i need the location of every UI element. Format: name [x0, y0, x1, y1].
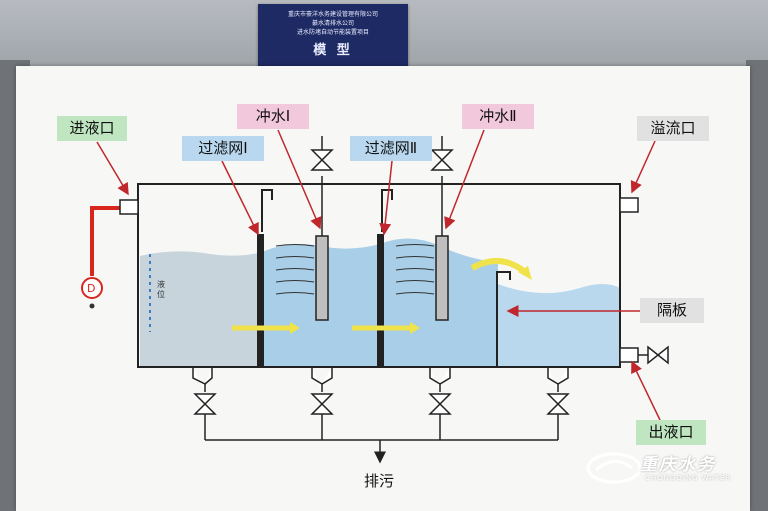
level-label: 液位	[157, 280, 165, 299]
baffle-plate	[496, 271, 511, 366]
plaque-title: 模 型	[313, 43, 353, 58]
screen-hook-1	[261, 189, 273, 232]
logo-icon	[586, 452, 642, 484]
filter-1-label: 过滤网Ⅰ	[182, 136, 264, 161]
flush-bar-1	[315, 235, 329, 321]
drain-manifold	[204, 414, 559, 464]
drain-label: 排污	[364, 472, 395, 490]
spray-jets	[275, 244, 435, 295]
flush-valve-2-icon	[430, 149, 454, 171]
logo-chinese: 重庆水务	[640, 455, 716, 475]
flow-arrows	[232, 258, 532, 334]
filter-screen-1	[257, 234, 264, 366]
plaque-line-3: 进水防堵自动节能装置项目	[296, 29, 369, 36]
right-frame	[746, 60, 768, 511]
inlet-pipe	[81, 199, 139, 309]
screen-hook-2	[381, 189, 393, 232]
filter-2-label: 过滤网Ⅱ	[350, 136, 432, 161]
flush-bar-2	[435, 235, 449, 321]
outlet-valve-icon	[619, 345, 669, 365]
outlet-label: 出液口	[636, 420, 706, 445]
flush-2-label: 冲水Ⅱ	[462, 104, 534, 129]
title-plaque: 重庆市豪洋水务建设管理有限公司 綦水清排水公司 进水防堵自动节能装置项目 模 型	[258, 4, 408, 68]
flush-1-label: 冲水Ⅰ	[237, 104, 309, 129]
pump-label: D	[87, 282, 96, 295]
plaque-line-2: 綦水清排水公司	[311, 20, 354, 27]
flush-valve-1-icon	[310, 149, 334, 171]
baffle-label: 隔板	[640, 298, 704, 323]
filter-screen-2	[377, 234, 384, 366]
logo-english: CHONGQING WATER	[645, 474, 732, 482]
plaque-line-1: 重庆市豪洋水务建设管理有限公司	[287, 11, 378, 18]
tank-outline	[137, 183, 621, 368]
label-pointers	[96, 129, 661, 421]
overflow-port	[619, 197, 639, 213]
inlet-label: 进液口	[57, 116, 127, 141]
overflow-label: 溢流口	[637, 116, 709, 141]
pump-icon	[81, 277, 103, 299]
drain-valves	[192, 367, 570, 415]
